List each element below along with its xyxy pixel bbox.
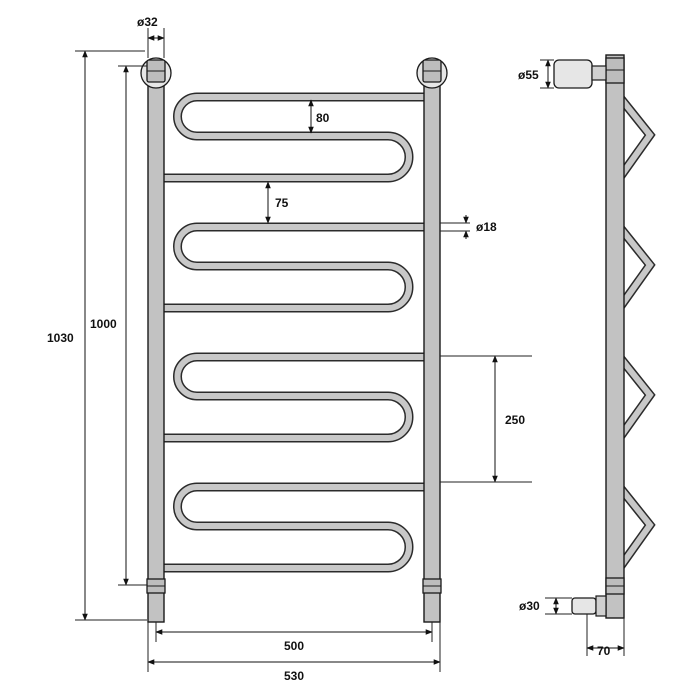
front-view: ø32 80 75 ø18 250 — [47, 15, 532, 683]
inner-width-label: 500 — [284, 639, 304, 653]
side-bottom-diameter-label: ø30 — [519, 599, 540, 613]
side-top-diameter-label: ø55 — [518, 68, 539, 82]
serpentine-rungs — [163, 92, 424, 573]
bottom-left-fitting — [146, 578, 166, 594]
top-bracket-dimension: ø55 — [518, 59, 554, 89]
overall-height-dimension: 1030 — [47, 50, 147, 621]
wall-offset-dimension: 70 — [586, 614, 625, 658]
overall-height-label: 1030 — [47, 331, 74, 345]
right-vertical-pipe — [423, 71, 441, 623]
inner-height-dimension: 1000 — [90, 65, 147, 586]
bottom-wall-bracket — [571, 595, 607, 617]
module-height-dimension: 250 — [440, 355, 532, 483]
module-height-label: 250 — [505, 413, 525, 427]
inner-height-label: 1000 — [90, 317, 117, 331]
rung-diameter-label: ø18 — [476, 220, 497, 234]
side-vertical-pipe — [605, 54, 625, 619]
rung-gap-dimension: 75 — [265, 181, 289, 224]
top-wall-bracket — [553, 59, 607, 89]
inner-width-dimension: 500 — [155, 622, 433, 653]
left-vertical-pipe — [147, 71, 165, 623]
side-view: ø55 ø30 70 — [518, 54, 656, 658]
overall-width-label: 530 — [284, 669, 304, 683]
rung-gap-label: 75 — [275, 196, 289, 210]
bottom-bracket-dimension: ø30 — [519, 597, 572, 615]
pipe-diameter-label: ø32 — [137, 15, 158, 29]
overall-width-dimension: 530 — [147, 622, 441, 683]
pipe-diameter-dimension: ø32 — [137, 15, 165, 58]
top-right-fitting — [416, 57, 448, 89]
rung-spacing-label: 80 — [316, 111, 330, 125]
rung-diameter-dimension: ø18 — [440, 215, 497, 239]
rung-spacing-dimension: 80 — [308, 99, 330, 134]
wall-offset-label: 70 — [597, 644, 611, 658]
top-left-fitting — [140, 57, 172, 89]
bottom-right-fitting — [422, 578, 442, 594]
